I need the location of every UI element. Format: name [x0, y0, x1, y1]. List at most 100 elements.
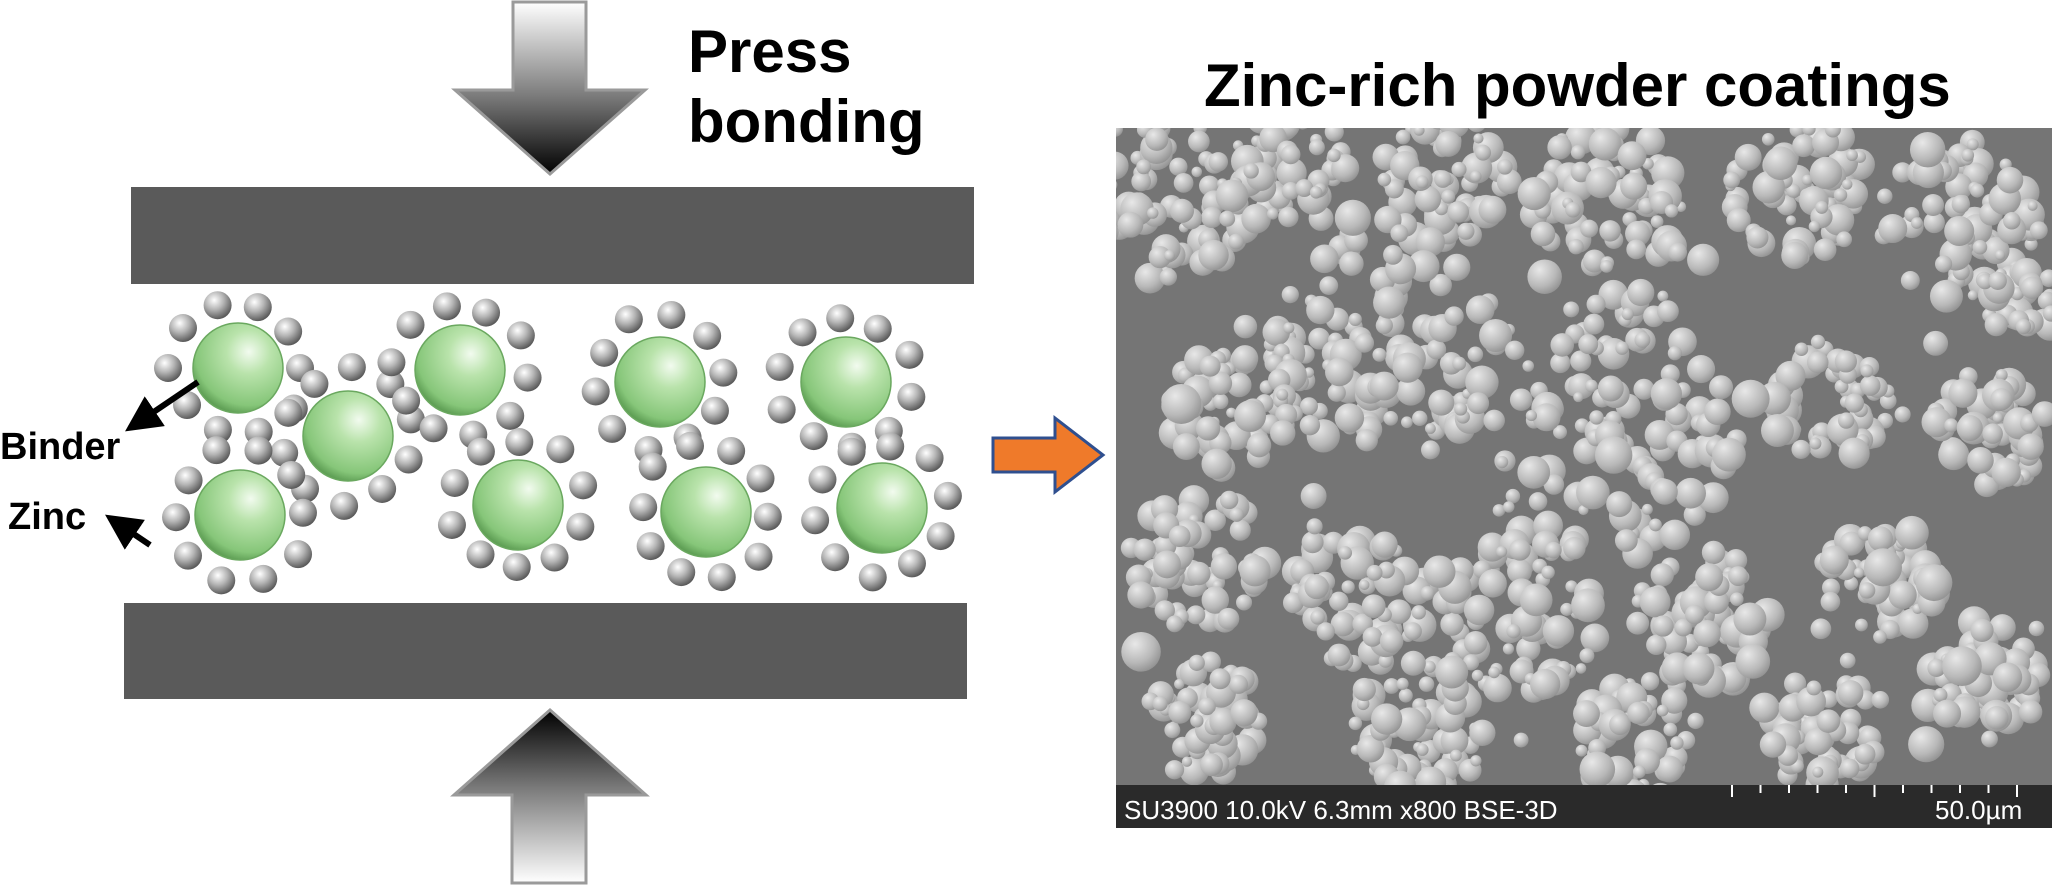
- sem-grain: [1938, 439, 1970, 471]
- sem-grain: [2024, 237, 2038, 251]
- sem-grain: [1265, 128, 1273, 130]
- sem-grain: [1488, 666, 1500, 679]
- sem-grain: [1334, 403, 1365, 433]
- sem-grain: [1633, 378, 1655, 400]
- zinc-particle: [676, 431, 705, 460]
- sem-grain: [1396, 677, 1409, 690]
- sem-grain: [1503, 501, 1515, 513]
- sem-grain: [1525, 409, 1537, 422]
- zinc-particle: [377, 348, 406, 377]
- sem-parameters-caption: SU3900 10.0kV 6.3mm x800 BSE-3D: [1124, 795, 1558, 825]
- sem-grain: [1217, 607, 1240, 630]
- sem-grain: [1308, 327, 1330, 350]
- sem-grain: [1617, 141, 1647, 171]
- sem-grain: [1443, 253, 1471, 281]
- zinc-particle: [288, 498, 317, 527]
- zinc-particle: [590, 338, 619, 367]
- sem-grain: [1168, 105, 1191, 128]
- sem-grain: [1819, 545, 1849, 575]
- sem-grain: [1967, 290, 1978, 301]
- sem-grain: [1860, 364, 1874, 378]
- zinc-particle: [614, 305, 643, 334]
- zinc-particle: [203, 415, 232, 444]
- sem-grain: [1325, 357, 1354, 387]
- sem-grain: [2017, 433, 2044, 460]
- sem-grain: [1276, 388, 1289, 401]
- sem-grain: [1921, 407, 1952, 438]
- sem-grain: [1173, 173, 1194, 193]
- sem-grain: [1695, 563, 1724, 592]
- zinc-label: Zinc: [8, 496, 87, 538]
- sem-grain: [1356, 734, 1385, 763]
- sem-grain: [1674, 618, 1693, 637]
- sem-grain: [1984, 313, 2008, 337]
- sem-grain: [1169, 157, 1188, 176]
- sem-grain: [1775, 360, 1806, 391]
- zinc-particle: [368, 474, 397, 503]
- sem-grain: [2020, 276, 2044, 299]
- sem-grain: [1390, 224, 1409, 243]
- sem-grain: [1239, 555, 1271, 587]
- binder-particle: [194, 469, 286, 561]
- sem-grain: [1530, 221, 1556, 247]
- sem-grain: [1879, 392, 1897, 410]
- sem-grain: [1166, 615, 1183, 633]
- sem-grain: [1810, 334, 1826, 349]
- sem-grain: [1809, 156, 1843, 190]
- zinc-particle: [506, 321, 535, 350]
- sem-grain: [1300, 397, 1318, 416]
- sem-grain: [1578, 334, 1599, 355]
- sem-grain: [1791, 439, 1811, 459]
- sem-grain: [1704, 589, 1729, 615]
- sem-grain: [1444, 306, 1464, 326]
- sem-grain: [1991, 457, 2021, 488]
- sem-grain: [1269, 420, 1296, 446]
- sem-grain: [1724, 549, 1748, 572]
- binder-particle: [614, 336, 706, 428]
- zinc-particle: [432, 292, 461, 321]
- sem-grain: [1188, 654, 1205, 671]
- sem-grain: [1226, 372, 1252, 398]
- sem-grain: [1147, 207, 1159, 219]
- sem-grain: [1275, 403, 1298, 426]
- sem-grain: [1366, 564, 1383, 581]
- sem-grain: [1319, 276, 1339, 295]
- sem-grain: [1888, 580, 1917, 610]
- sem-grain: [1506, 624, 1521, 639]
- sem-grain: [1836, 231, 1853, 248]
- sem-grain: [1095, 210, 1111, 226]
- sem-grain: [1190, 714, 1204, 728]
- sem-grain: [1243, 163, 1259, 179]
- zinc-particle: [801, 506, 830, 535]
- press-arrow-down-icon: [451, 0, 649, 177]
- sem-grain: [1923, 330, 1949, 356]
- sem-grain: [1334, 199, 1371, 236]
- sem-grain: [1233, 314, 1258, 339]
- sem-grain: [1281, 182, 1300, 200]
- zinc-particle: [168, 314, 197, 343]
- press-title-line-2: bonding: [688, 88, 925, 155]
- zinc-particle: [826, 304, 855, 333]
- sem-grain: [1172, 433, 1200, 461]
- sem-grain: [1563, 536, 1586, 560]
- zinc-particle: [895, 340, 924, 369]
- sem-grain: [1627, 278, 1655, 307]
- sem-grain: [1821, 578, 1841, 597]
- sem-grain: [1516, 636, 1541, 661]
- zinc-particle: [330, 491, 359, 520]
- sem-info-bar: [1116, 785, 2052, 828]
- sem-grain: [1585, 379, 1598, 393]
- sem-grain: [1730, 592, 1744, 606]
- press-title-line-1: Press: [688, 18, 852, 85]
- sem-grain: [1509, 539, 1531, 561]
- sem-grain: [2003, 212, 2021, 230]
- sem-grain: [1575, 663, 1587, 674]
- sem-grain: [1470, 755, 1482, 767]
- sem-grain: [1846, 149, 1858, 162]
- sem-grain: [1626, 611, 1650, 635]
- sem-grain: [1522, 360, 1535, 372]
- sem-grain: [1563, 301, 1580, 318]
- sem-grain: [1229, 507, 1244, 522]
- sem-grain: [1400, 650, 1426, 676]
- sem-grain: [1583, 313, 1605, 335]
